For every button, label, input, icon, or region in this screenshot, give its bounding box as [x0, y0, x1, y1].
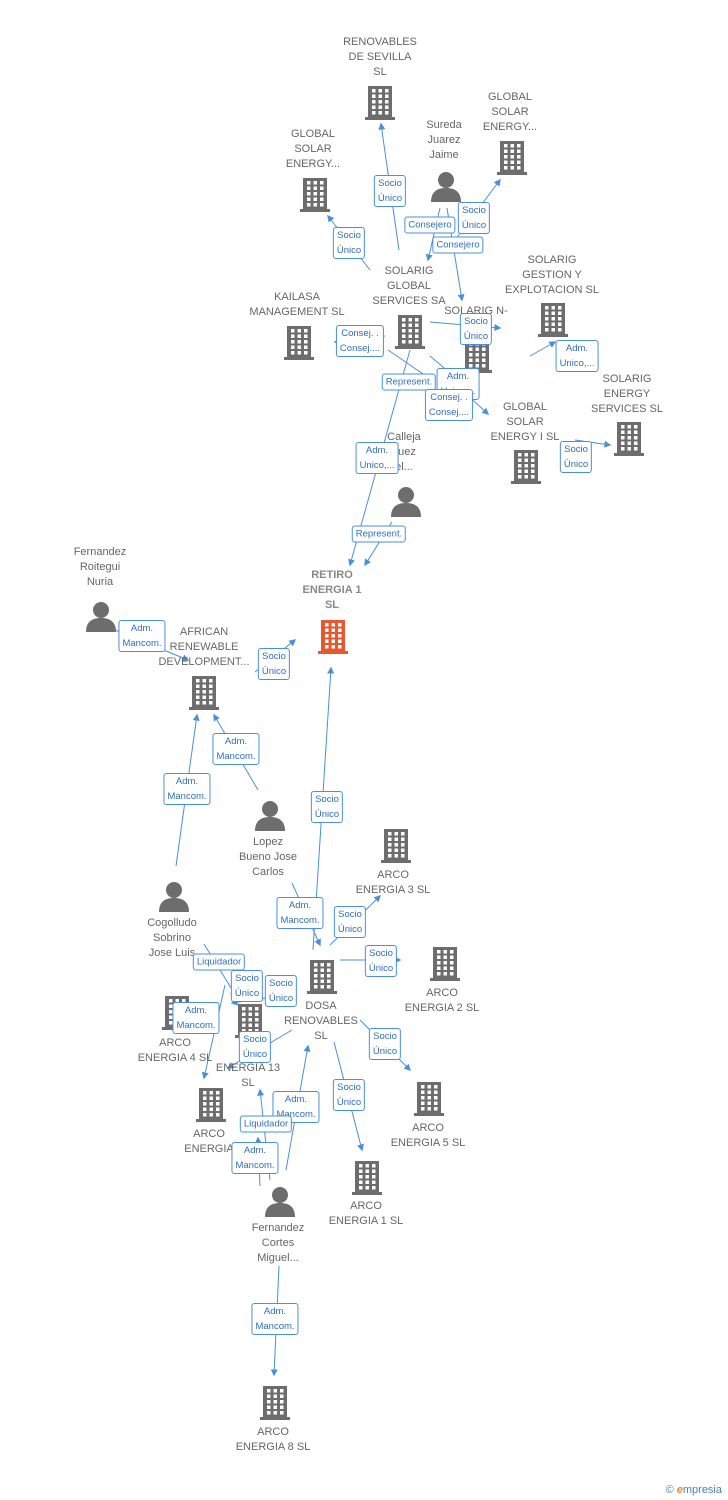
person-icon-sureda[interactable]	[430, 170, 462, 207]
building-icon-solarig-energy[interactable]	[613, 420, 645, 461]
building-icon-global-solar-left[interactable]	[299, 176, 331, 217]
edge-label-e21[interactable]: Socio Único	[333, 906, 367, 938]
node-label-kailasa[interactable]: KAILASA MANAGEMENT SL	[249, 291, 345, 318]
building-icon-arco1[interactable]	[351, 1159, 383, 1200]
node-label-sureda[interactable]: Sureda Juarez Jaime	[426, 119, 462, 161]
node-label-fernandez-cortes[interactable]: Fernandez Cortes Miguel...	[251, 1222, 305, 1264]
edge-label-e22[interactable]: Socio Único	[364, 945, 398, 977]
edge-line-e13	[574, 439, 612, 448]
brand-logo-e: e	[676, 1484, 683, 1496]
brand-name: mpresia	[682, 1484, 722, 1496]
node-label-arco8[interactable]: ARCO ENERGIA 8 SL	[235, 1426, 311, 1453]
edge-label-e1[interactable]: Socio Único	[373, 175, 407, 207]
person-icon-calleja[interactable]	[390, 485, 422, 522]
edge-label-e7[interactable]: Socio Único	[459, 313, 493, 345]
edge-label-e17[interactable]: Adm. Mancom.	[212, 733, 260, 765]
edge-label-e33[interactable]: Adm. Mancom.	[251, 1303, 299, 1335]
node-label-solarig-global[interactable]: SOLARIG GLOBAL SERVICES SA	[372, 265, 446, 307]
edge-line-e8	[529, 341, 557, 357]
building-icon-solarig-global[interactable]	[394, 313, 426, 354]
person-icon-fernandez-roitegui[interactable]	[85, 600, 117, 637]
edge-label-e5[interactable]: Consejero	[432, 236, 484, 254]
building-icon-arco2[interactable]	[429, 945, 461, 986]
edge-label-e20[interactable]: Adm. Mancom.	[276, 897, 324, 929]
edge-label-e23[interactable]: Liquidador	[192, 953, 246, 971]
node-label-global-solar-i[interactable]: GLOBAL SOLAR ENERGY I SL	[490, 401, 560, 443]
node-label-arco3[interactable]: ARCO ENERGIA 3 SL	[355, 869, 431, 896]
node-label-arco2[interactable]: ARCO ENERGIA 2 SL	[404, 987, 480, 1014]
node-label-solarig-energy[interactable]: SOLARIG ENERGY SERVICES SL	[591, 373, 663, 415]
edge-label-e18[interactable]: Adm. Mancom.	[163, 773, 211, 805]
edge-label-e9[interactable]: Represent.	[381, 373, 437, 391]
edge-label-e28[interactable]: Socio Único	[368, 1028, 402, 1060]
edge-label-e12[interactable]: Adm. Unico,...	[355, 442, 399, 474]
node-label-dosa[interactable]: DOSA RENOVABLES SL	[284, 1000, 358, 1042]
edge-label-e25[interactable]: Socio Único	[264, 975, 298, 1007]
building-icon-renovables-sevilla[interactable]	[364, 84, 396, 125]
building-icon-dosa[interactable]	[306, 958, 338, 999]
node-label-arco1[interactable]: ARCO ENERGIA 1 SL	[328, 1200, 404, 1227]
edge-label-e27[interactable]: Socio Único	[238, 1031, 272, 1063]
node-label-arco-e[interactable]: ARCO ENERGIA	[184, 1128, 234, 1155]
edge-label-e2[interactable]: Socio Único	[332, 227, 366, 259]
building-icon-solarig-gestion[interactable]	[537, 301, 569, 342]
edge-label-e19[interactable]: Socio Único	[310, 791, 344, 823]
person-icon-fernandez-cortes[interactable]	[264, 1185, 296, 1222]
building-icon-global-solar-i[interactable]	[510, 448, 542, 489]
edge-label-e4[interactable]: Socio Único	[457, 202, 491, 234]
node-label-lopez[interactable]: Lopez Bueno Jose Carlos	[238, 836, 298, 878]
person-icon-cogolludo[interactable]	[158, 880, 190, 917]
edge-label-e8[interactable]: Adm. Unico,...	[555, 340, 599, 372]
node-label-global-solar-top-right[interactable]: GLOBAL SOLAR ENERGY...	[482, 91, 538, 133]
node-label-african[interactable]: AFRICAN RENEWABLE DEVELOPMENT...	[158, 626, 250, 668]
edge-label-e31[interactable]: Socio Único	[332, 1079, 366, 1111]
edge-label-e15[interactable]: Adm. Mancom.	[118, 620, 166, 652]
edge-label-e3[interactable]: Consejero	[404, 216, 456, 234]
edge-label-e11[interactable]: Consej. . Consej....	[424, 389, 474, 421]
building-icon-african[interactable]	[188, 674, 220, 715]
edge-label-e6[interactable]: Consej. . Consej....	[335, 325, 385, 357]
building-icon-kailasa[interactable]	[283, 324, 315, 365]
edge-label-e14[interactable]: Represent.	[351, 525, 407, 543]
node-label-arco13[interactable]: ENERGIA 13 SL	[215, 1062, 281, 1089]
edge-label-e30[interactable]: Liquidador	[239, 1115, 293, 1133]
building-icon-arco8[interactable]	[259, 1384, 291, 1425]
brand-footer: © empresia	[666, 1484, 722, 1496]
node-label-arco5[interactable]: ARCO ENERGIA 5 SL	[390, 1122, 466, 1149]
building-icon-arco-e[interactable]	[195, 1086, 227, 1127]
building-icon-arco5[interactable]	[413, 1080, 445, 1121]
node-label-retiro[interactable]: RETIRO ENERGIA 1 SL	[302, 569, 362, 611]
edge-label-e26[interactable]: Adm. Mancom.	[172, 1002, 220, 1034]
node-label-global-solar-left[interactable]: GLOBAL SOLAR ENERGY...	[285, 128, 341, 170]
node-label-cogolludo[interactable]: Cogolludo Sobrino Jose Luis	[147, 917, 197, 959]
edge-label-e16[interactable]: Socio Único	[257, 648, 291, 680]
node-label-arco4[interactable]: ARCO ENERGIA 4 SL	[137, 1037, 213, 1064]
building-icon-arco3[interactable]	[380, 827, 412, 868]
copyright-symbol: ©	[665, 1484, 674, 1496]
edge-label-e13[interactable]: Socio Único	[559, 441, 593, 473]
building-icon-retiro[interactable]	[317, 618, 349, 659]
node-label-fernandez-roitegui[interactable]: Fernandez Roitegui Nuria	[73, 546, 127, 588]
edge-label-e24[interactable]: Socio Único	[230, 970, 264, 1002]
edge-label-e32[interactable]: Adm. Mancom.	[231, 1142, 279, 1174]
person-icon-lopez[interactable]	[254, 799, 286, 836]
node-label-solarig-gestion[interactable]: SOLARIG GESTION Y EXPLOTACION SL	[505, 254, 599, 296]
building-icon-global-solar-top-right[interactable]	[496, 139, 528, 180]
node-label-renovables-sevilla[interactable]: RENOVABLES DE SEVILLA SL	[343, 36, 417, 78]
